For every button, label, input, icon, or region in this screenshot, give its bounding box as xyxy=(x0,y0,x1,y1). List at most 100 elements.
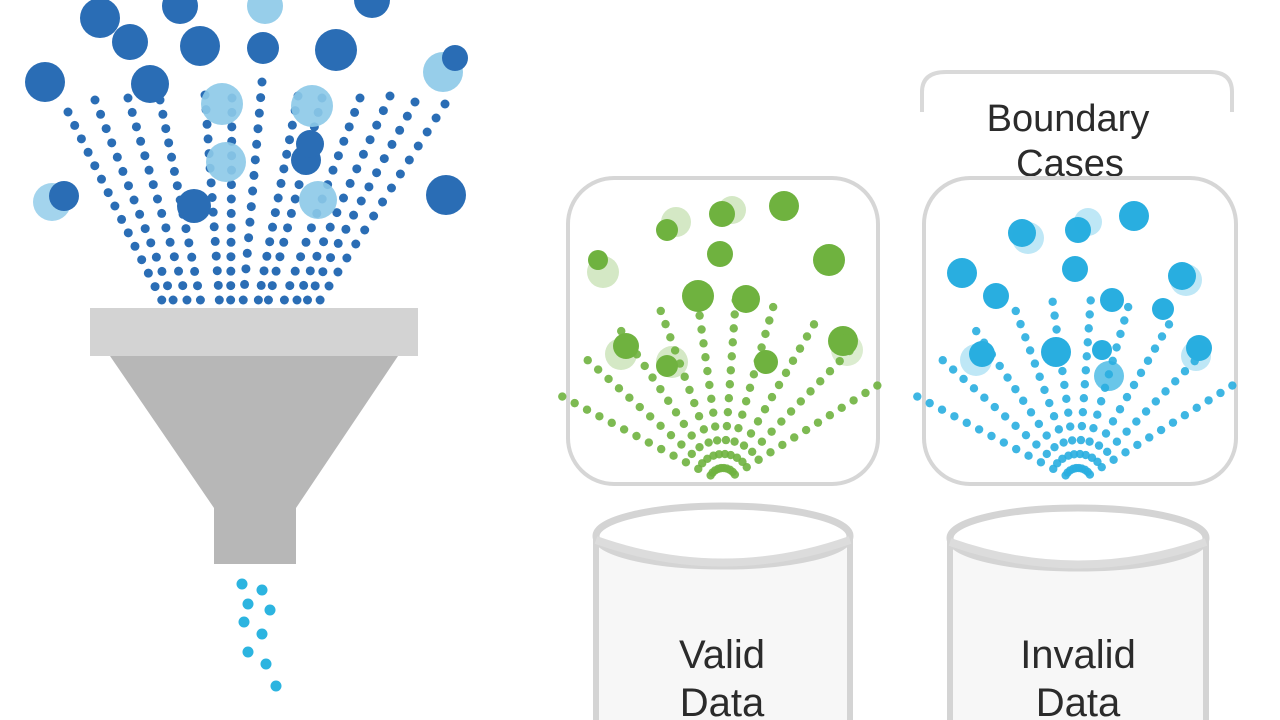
input-data-point xyxy=(178,281,188,291)
spray-data-point xyxy=(1109,455,1118,464)
input-data-point xyxy=(352,164,362,174)
spray-data-point xyxy=(1032,440,1041,449)
spray-data-point xyxy=(558,392,567,401)
spray-data-point xyxy=(656,355,678,377)
spray-data-point xyxy=(730,470,740,479)
spray-data-point xyxy=(680,372,689,381)
input-data-point xyxy=(253,124,263,134)
input-data-point xyxy=(268,222,278,232)
input-data-point xyxy=(249,170,259,180)
input-data-point xyxy=(207,193,217,202)
spray-data-point xyxy=(1150,344,1160,353)
spray-data-point xyxy=(645,412,655,421)
input-data-point xyxy=(283,223,293,233)
input-data-point xyxy=(290,194,300,204)
input-data-point xyxy=(333,267,343,277)
input-data-point xyxy=(112,24,148,60)
spray-data-point xyxy=(969,384,979,393)
input-data-point xyxy=(276,178,286,188)
input-data-point xyxy=(157,266,167,276)
input-data-point xyxy=(247,0,283,24)
input-data-point xyxy=(129,195,139,205)
spray-data-point xyxy=(747,447,757,456)
input-data-point xyxy=(76,134,86,144)
input-data-point xyxy=(355,93,365,103)
input-data-point xyxy=(137,255,147,265)
input-data-point xyxy=(241,264,251,274)
spray-data-point xyxy=(1120,316,1129,325)
spray-data-point xyxy=(707,394,716,404)
spray-data-point xyxy=(831,334,863,366)
spray-data-point xyxy=(656,444,666,454)
spray-data-point xyxy=(1192,403,1201,413)
input-data-point xyxy=(184,238,194,248)
input-data-point xyxy=(187,252,197,262)
spray-data-point xyxy=(774,380,784,390)
spray-data-point xyxy=(1092,340,1112,360)
spray-data-point xyxy=(635,402,644,412)
spray-data-point xyxy=(1141,407,1151,416)
spray-data-point xyxy=(1011,306,1020,316)
spray-data-point xyxy=(648,373,657,382)
spray-data-point xyxy=(1152,298,1174,320)
spray-data-point xyxy=(690,398,699,408)
spray-data-point xyxy=(695,311,704,320)
spray-data-point xyxy=(995,361,1004,371)
input-data-point xyxy=(310,281,320,291)
input-data-point xyxy=(342,253,352,263)
input-data-point xyxy=(344,122,354,132)
input-data-point xyxy=(244,233,254,243)
spray-data-point xyxy=(707,241,733,267)
spray-data-point xyxy=(1024,451,1033,460)
input-data-point xyxy=(326,253,336,263)
spray-data-point xyxy=(972,326,981,336)
spray-data-point xyxy=(1093,410,1102,419)
spray-data-point xyxy=(685,385,694,395)
input-data-point xyxy=(146,238,156,248)
input-data-point xyxy=(378,106,388,116)
input-data-point xyxy=(144,165,154,175)
spray-data-point xyxy=(605,338,637,370)
spray-data-point xyxy=(1186,335,1212,361)
input-data-point xyxy=(131,65,169,103)
input-data-point xyxy=(312,251,322,261)
spray-data-point xyxy=(1059,438,1068,447)
input-data-point xyxy=(351,239,361,249)
spray-data-point xyxy=(925,398,934,408)
input-data-point xyxy=(246,202,256,212)
spray-data-point xyxy=(1045,398,1054,408)
input-data-point xyxy=(140,151,150,161)
spray-data-point xyxy=(1161,387,1170,396)
spray-data-point xyxy=(1121,448,1130,457)
input-data-point xyxy=(257,77,267,87)
input-data-point xyxy=(250,155,260,165)
input-data-point xyxy=(385,91,395,101)
spray-data-point xyxy=(1082,352,1091,361)
spray-data-point xyxy=(813,244,845,276)
spray-data-point xyxy=(709,201,735,227)
input-data-point xyxy=(112,152,122,162)
spray-data-point xyxy=(1123,302,1133,312)
spray-data-point xyxy=(687,431,696,440)
input-data-point xyxy=(107,138,117,148)
spray-data-point xyxy=(828,326,858,356)
output-data-stream xyxy=(236,578,282,692)
spray-data-point xyxy=(714,450,724,459)
input-data-point xyxy=(209,222,219,232)
boundary-cases-bracket xyxy=(920,70,1234,112)
input-data-point xyxy=(426,175,466,215)
spray-data-point xyxy=(1096,397,1106,406)
spray-data-point xyxy=(1094,361,1124,391)
spray-data-point xyxy=(1079,394,1089,403)
spray-data-point xyxy=(959,374,968,384)
spray-data-point xyxy=(697,325,706,334)
spray-data-point xyxy=(1180,367,1190,376)
input-data-point xyxy=(103,188,113,198)
input-data-point xyxy=(226,194,236,204)
input-data-point xyxy=(158,109,168,119)
input-data-point xyxy=(287,120,297,130)
spray-data-point xyxy=(1067,436,1077,445)
input-data-point xyxy=(148,180,158,190)
input-data-point xyxy=(364,182,374,192)
spray-data-point xyxy=(726,450,735,460)
